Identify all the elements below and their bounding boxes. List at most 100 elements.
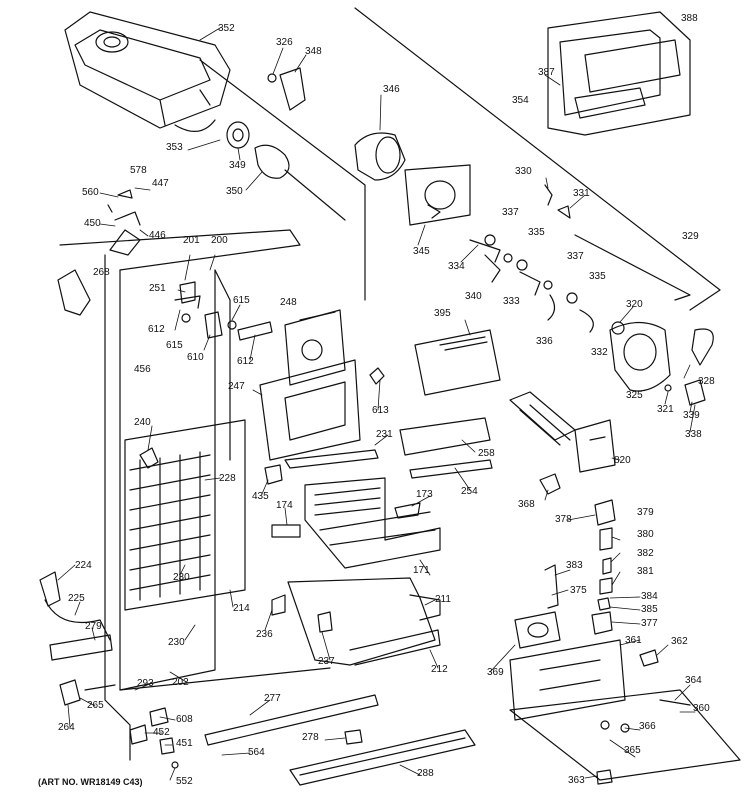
callout-379: 379 xyxy=(637,507,654,518)
callout-375: 375 xyxy=(570,585,587,596)
callout-352: 352 xyxy=(218,23,235,34)
callout-360: 360 xyxy=(693,703,710,714)
callout-365: 365 xyxy=(624,745,641,756)
callout-174: 174 xyxy=(276,500,293,511)
callout-446: 446 xyxy=(149,230,166,241)
callout-560: 560 xyxy=(82,187,99,198)
controls-small-parts xyxy=(139,281,273,469)
callout-610: 610 xyxy=(187,352,204,363)
callout-339: 339 xyxy=(683,410,700,421)
callout-353: 353 xyxy=(166,142,183,153)
callout-395: 395 xyxy=(434,308,451,319)
callout-336: 336 xyxy=(536,336,553,347)
callout-384: 384 xyxy=(641,591,658,602)
air-duct xyxy=(259,309,385,461)
callout-330: 330 xyxy=(515,166,532,177)
callout-337-a: 337 xyxy=(502,207,519,218)
callout-332: 332 xyxy=(591,347,608,358)
callout-247: 247 xyxy=(228,381,245,392)
dispenser-door xyxy=(547,11,691,136)
callout-452: 452 xyxy=(153,727,170,738)
callout-383: 383 xyxy=(566,560,583,571)
callout-173: 173 xyxy=(416,489,433,500)
callout-279: 279 xyxy=(85,621,102,632)
callout-258: 258 xyxy=(478,448,495,459)
callout-388: 388 xyxy=(681,13,698,24)
door-shelf-parts xyxy=(284,417,493,479)
callout-329: 329 xyxy=(682,231,699,242)
callout-211: 211 xyxy=(435,594,451,605)
callout-564: 564 xyxy=(248,747,265,758)
callout-364: 364 xyxy=(685,675,702,686)
callout-212: 212 xyxy=(431,664,448,675)
callout-214: 214 xyxy=(233,603,250,614)
callout-447: 447 xyxy=(152,178,169,189)
callout-613: 613 xyxy=(372,405,389,416)
left-small-parts xyxy=(39,189,179,769)
callout-278: 278 xyxy=(302,732,319,743)
callout-335-a: 335 xyxy=(528,227,545,238)
machine-compartment xyxy=(509,611,741,785)
art-number: (ART NO. WR18149 C43) xyxy=(38,777,143,787)
callout-362: 362 xyxy=(671,636,688,647)
wire-basket xyxy=(264,464,441,569)
callout-251: 251 xyxy=(149,283,166,294)
callout-326: 326 xyxy=(276,37,293,48)
callout-349: 349 xyxy=(229,160,246,171)
callout-320: 320 xyxy=(626,299,643,310)
linkage-parts xyxy=(469,184,691,333)
ice-bucket xyxy=(64,11,231,132)
callout-248: 248 xyxy=(280,297,297,308)
callout-366: 366 xyxy=(639,721,656,732)
callout-237: 237 xyxy=(318,656,335,667)
callout-268: 268 xyxy=(93,267,110,278)
callout-338: 338 xyxy=(685,429,702,440)
callout-435: 435 xyxy=(252,491,269,502)
callout-350: 350 xyxy=(226,186,243,197)
callout-236: 236 xyxy=(256,629,273,640)
ice-maker xyxy=(509,391,616,473)
callout-387: 387 xyxy=(538,67,555,78)
callout-331: 331 xyxy=(573,188,590,199)
callout-340: 340 xyxy=(465,291,482,302)
callout-265: 265 xyxy=(87,700,104,711)
freezer-bin xyxy=(271,577,441,666)
callout-369: 369 xyxy=(487,667,504,678)
callout-346: 346 xyxy=(383,84,400,95)
motor-plate xyxy=(404,164,471,226)
callout-240: 240 xyxy=(134,417,151,428)
callout-277: 277 xyxy=(264,693,281,704)
callout-363: 363 xyxy=(568,775,585,786)
callout-224: 224 xyxy=(75,560,92,571)
callout-378: 378 xyxy=(555,514,572,525)
callout-254: 254 xyxy=(461,486,478,497)
cabinet-frame xyxy=(59,229,331,761)
callout-377: 377 xyxy=(641,618,658,629)
callout-231: 231 xyxy=(376,429,393,440)
callout-612-a: 612 xyxy=(148,324,165,335)
callout-171: 171 xyxy=(413,565,430,576)
callout-578: 578 xyxy=(130,165,147,176)
callout-382: 382 xyxy=(637,548,654,559)
callout-385: 385 xyxy=(641,604,658,615)
callout-380: 380 xyxy=(637,529,654,540)
callout-201: 201 xyxy=(183,235,200,246)
callout-325: 325 xyxy=(626,390,643,401)
callout-200: 200 xyxy=(211,235,228,246)
callout-450: 450 xyxy=(84,218,101,229)
callout-552: 552 xyxy=(176,776,193,787)
callout-354: 354 xyxy=(512,95,529,106)
callout-321: 321 xyxy=(657,404,674,415)
callout-230-b: 230 xyxy=(168,637,185,648)
callout-230-a: 230 xyxy=(173,572,190,583)
callout-820: 820 xyxy=(614,455,631,466)
callout-202: 202 xyxy=(172,677,189,688)
auger-parts xyxy=(226,67,406,221)
callout-381: 381 xyxy=(637,566,654,577)
callout-361: 361 xyxy=(625,635,642,646)
dispenser-motor xyxy=(609,321,714,406)
water-valve-parts xyxy=(539,473,616,635)
toe-grille xyxy=(204,694,476,786)
callout-345: 345 xyxy=(413,246,430,257)
